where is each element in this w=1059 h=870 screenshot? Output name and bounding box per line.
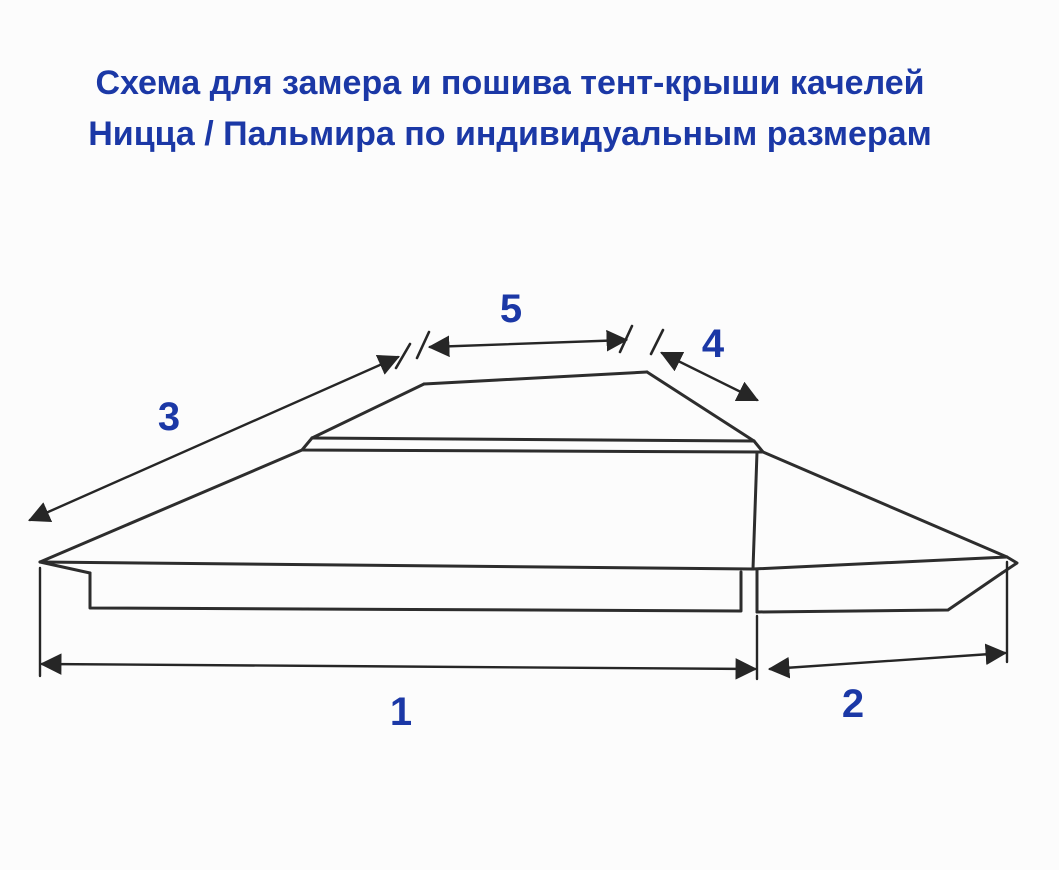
- lower-skirt-valance: [38, 555, 1019, 614]
- dim3-arrow: [28, 354, 400, 523]
- dim1-arrow: [39, 653, 758, 680]
- upper-ridge-line: [422, 370, 649, 386]
- right-corner-overhang: [1000, 555, 1019, 575]
- lower-right-ridge: [761, 450, 1009, 559]
- dim5-label: 5: [500, 287, 522, 331]
- left-corner-overhang: [38, 560, 92, 575]
- title-line-2: Ницца / Пальмира по индивидуальным разме…: [88, 115, 932, 153]
- dim2-arrow: [767, 643, 1008, 679]
- dimension-4: 4: [649, 322, 759, 402]
- lower-front-corner-edge: [751, 450, 759, 571]
- dim3-label: 3: [158, 395, 180, 439]
- front-eave-line: [38, 560, 755, 571]
- upper-right-slope: [645, 370, 756, 443]
- dim4-start-tick: [649, 328, 665, 356]
- lower-left-ridge: [38, 448, 304, 564]
- dim4-arrow: [660, 351, 759, 402]
- right-skirt: [755, 571, 1004, 614]
- right-eave-line: [751, 555, 1009, 571]
- dim4-label: 4: [702, 322, 725, 366]
- dim1-label: 1: [390, 690, 412, 734]
- front-skirt: [88, 570, 743, 613]
- dim5-left-tick: [415, 330, 431, 360]
- lower-roof-tier: [38, 448, 1009, 571]
- upper-eave-line: [310, 436, 756, 443]
- dimension-3: 3: [28, 342, 412, 523]
- upper-left-slope: [310, 382, 426, 440]
- dim2-label: 2: [842, 682, 864, 726]
- upper-roof-tier: [300, 370, 765, 454]
- dimension-5: 5: [415, 287, 634, 360]
- title-line-1: Схема для замера и пошива тент-крыши кач…: [95, 64, 925, 102]
- dimension-1: 1: [38, 566, 759, 734]
- dim5-arrow: [427, 329, 629, 358]
- page-title: Схема для замера и пошива тент-крыши кач…: [0, 58, 1020, 160]
- dimension-2: 2: [767, 560, 1009, 726]
